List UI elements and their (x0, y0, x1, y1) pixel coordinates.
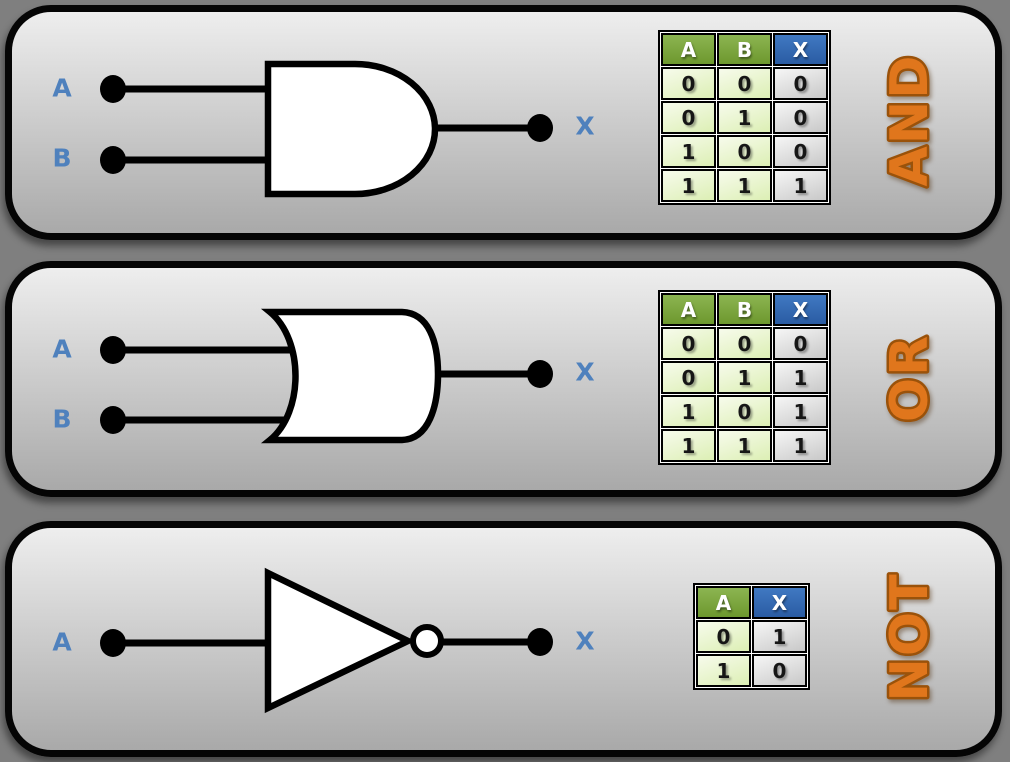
gate-name-text: AND (880, 54, 940, 187)
input-b-label: B (52, 143, 72, 173)
truth-cell: 1 (661, 429, 716, 462)
table-header-row: A X (696, 586, 807, 619)
or-panel: A B X A B X 0 0 0 0 1 1 1 0 1 (5, 261, 1002, 497)
table-row: 0 1 1 (661, 361, 828, 394)
truth-cell: 1 (717, 101, 772, 134)
truth-cell: 0 (717, 395, 772, 428)
input-a-label: A (52, 334, 72, 364)
not-gate-name: NOT (878, 570, 943, 704)
input-a-terminal-dot (100, 629, 126, 657)
table-row: 1 1 1 (661, 169, 828, 202)
not-circuit (100, 567, 553, 714)
truth-cell: 1 (717, 361, 772, 394)
table-row: 1 0 (696, 654, 807, 687)
truth-cell: 1 (661, 395, 716, 428)
or-gate-icon (260, 308, 442, 444)
truth-cell: 1 (773, 429, 828, 462)
or-gate-name: OR (878, 331, 943, 424)
column-header: A (661, 33, 716, 66)
input-a-label: A (52, 627, 72, 657)
input-a-label: A (52, 73, 72, 103)
truth-cell: 0 (696, 620, 751, 653)
and-circuit (100, 60, 553, 198)
inverter-bubble-icon (410, 624, 444, 658)
input-b-terminal-dot (100, 146, 126, 174)
output-terminal-dot (527, 114, 553, 142)
truth-cell: 0 (773, 67, 828, 100)
table-header-row: A B X (661, 33, 828, 66)
and-truth-table: A B X 0 0 0 0 1 0 1 0 0 1 1 1 (658, 30, 831, 205)
output-terminal-dot (527, 628, 553, 656)
truth-cell: 0 (752, 654, 807, 687)
gate-name-text: OR (880, 334, 940, 422)
table-row: 1 0 0 (661, 135, 828, 168)
table-row: 0 0 0 (661, 327, 828, 360)
truth-cell: 1 (752, 620, 807, 653)
column-header: X (773, 293, 828, 326)
column-header: A (696, 586, 751, 619)
input-b-terminal-dot (100, 406, 126, 434)
and-gate-name: AND (878, 51, 943, 189)
gate-name-text: NOT (880, 572, 940, 701)
truth-cell: 0 (661, 327, 716, 360)
truth-cell: 1 (773, 169, 828, 202)
truth-cell: 0 (661, 361, 716, 394)
input-b-label: B (52, 404, 72, 434)
column-header: X (773, 33, 828, 66)
truth-cell: 0 (773, 135, 828, 168)
output-x-label: X (575, 357, 595, 387)
truth-cell: 1 (661, 135, 716, 168)
output-x-label: X (575, 626, 595, 656)
truth-cell: 1 (696, 654, 751, 687)
and-panel: A B X A B X 0 0 0 0 1 0 1 0 0 (5, 5, 1002, 240)
table-row: 0 1 (696, 620, 807, 653)
column-header: X (752, 586, 807, 619)
truth-cell: 0 (661, 67, 716, 100)
output-terminal-dot (527, 360, 553, 388)
not-truth-table: A X 0 1 1 0 (693, 583, 810, 690)
and-gate-icon (264, 60, 439, 198)
column-header: B (717, 293, 772, 326)
table-row: 1 1 1 (661, 429, 828, 462)
table-row: 0 1 0 (661, 101, 828, 134)
not-gate-icon (264, 567, 416, 714)
output-x-label: X (575, 111, 595, 141)
or-truth-table: A B X 0 0 0 0 1 1 1 0 1 1 1 1 (658, 290, 831, 465)
truth-cell: 1 (773, 395, 828, 428)
table-header-row: A B X (661, 293, 828, 326)
not-panel: A X A X 0 1 1 0 NOT (5, 521, 1002, 757)
truth-cell: 1 (661, 169, 716, 202)
table-row: 0 0 0 (661, 67, 828, 100)
truth-cell: 1 (717, 169, 772, 202)
truth-cell: 0 (773, 327, 828, 360)
truth-cell: 1 (717, 429, 772, 462)
column-header: A (661, 293, 716, 326)
truth-cell: 1 (773, 361, 828, 394)
or-circuit (100, 308, 553, 444)
truth-cell: 0 (717, 135, 772, 168)
input-a-terminal-dot (100, 75, 126, 103)
truth-cell: 0 (717, 327, 772, 360)
table-row: 1 0 1 (661, 395, 828, 428)
truth-cell: 0 (717, 67, 772, 100)
truth-cell: 0 (773, 101, 828, 134)
column-header: B (717, 33, 772, 66)
input-a-terminal-dot (100, 336, 126, 364)
truth-cell: 0 (661, 101, 716, 134)
